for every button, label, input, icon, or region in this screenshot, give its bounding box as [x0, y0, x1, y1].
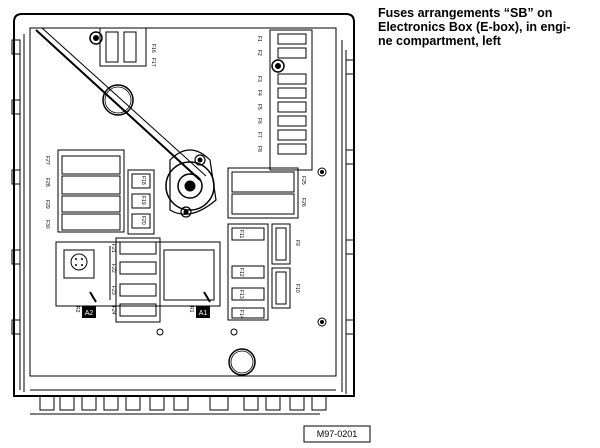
bottom-terminals — [30, 389, 336, 415]
fuse-block-right — [269, 29, 313, 171]
reference-code: M97-0201 — [317, 429, 358, 439]
right-wall — [341, 40, 347, 394]
relay-badge-a2: A2 — [82, 306, 96, 318]
svg-text:A1: A1 — [199, 310, 208, 317]
relay-badge-a1: A1 — [196, 306, 210, 318]
fuse-label-f1: F1 — [256, 36, 262, 42]
left-wall — [19, 34, 25, 392]
svg-text:A2: A2 — [85, 310, 94, 317]
fuse-label-f24: F24 — [110, 306, 116, 315]
fuse-block-center-right — [227, 167, 299, 219]
reference-code-box — [303, 425, 371, 443]
fuse-label-f4: F4 — [256, 90, 262, 96]
fuse-label-f28: F28 — [44, 178, 50, 187]
fuse-label-f25: F25 — [300, 176, 306, 185]
fuse-label-f20: F20 — [140, 216, 146, 225]
fuse-label-f22: F22 — [110, 264, 116, 273]
fuse-label-f26: F26 — [300, 198, 306, 207]
fuse-label-f29: F29 — [44, 200, 50, 209]
fuse-label-f6: F6 — [256, 118, 262, 124]
fuse-block-center-left — [127, 169, 155, 235]
fuse-block-top-left — [99, 27, 147, 67]
fuse-label-f9: F9 — [294, 240, 300, 246]
wall-tabs — [11, 39, 355, 335]
figure-caption: Fuses arrangements “SB” on Electronics B… — [378, 6, 571, 48]
fuse-label-f14: F14 — [238, 310, 244, 319]
mount-hole-upper — [102, 84, 134, 116]
connector-socket — [70, 253, 88, 271]
fuse-label-f13: F13 — [238, 290, 244, 299]
fuse-block-left — [57, 149, 125, 233]
fuse-label-f11: F11 — [238, 230, 244, 238]
fuse-label-f12: F12 — [238, 268, 244, 277]
fuse-label-f18: F18 — [140, 176, 146, 185]
fuse-label-f21: F21 — [110, 244, 116, 253]
fuse-label-f8: F8 — [256, 146, 262, 152]
fuse-label-f3: F3 — [256, 76, 262, 82]
fuse-label-f5: F5 — [256, 104, 262, 110]
fuse-label-f2: F2 — [256, 50, 262, 56]
relay-label-r1: R1 — [188, 306, 194, 313]
screws — [89, 31, 327, 336]
fuse-label-f30: F30 — [44, 220, 50, 229]
bolt-assembly — [165, 149, 217, 218]
mount-hole-lower — [228, 348, 256, 376]
fuse-label-f23: F23 — [110, 286, 116, 295]
diagonal-rod — [35, 29, 201, 181]
fuse-label-f16: F16 — [150, 44, 156, 53]
fuse-label-f10: F10 — [294, 284, 300, 293]
fuse-label-f17: F17 — [150, 58, 156, 67]
relay-label-r2: R2 — [74, 306, 80, 313]
fuse-block-lower — [115, 223, 269, 323]
fuse-block-large-right — [271, 223, 291, 309]
fuse-label-f19: F19 — [140, 196, 146, 205]
fuse-label-f27: F27 — [44, 156, 50, 165]
housing-outline — [13, 13, 355, 397]
housing-inner-outline — [29, 27, 337, 377]
connector-pins — [75, 258, 83, 266]
fuse-label-f7: F7 — [256, 132, 262, 138]
